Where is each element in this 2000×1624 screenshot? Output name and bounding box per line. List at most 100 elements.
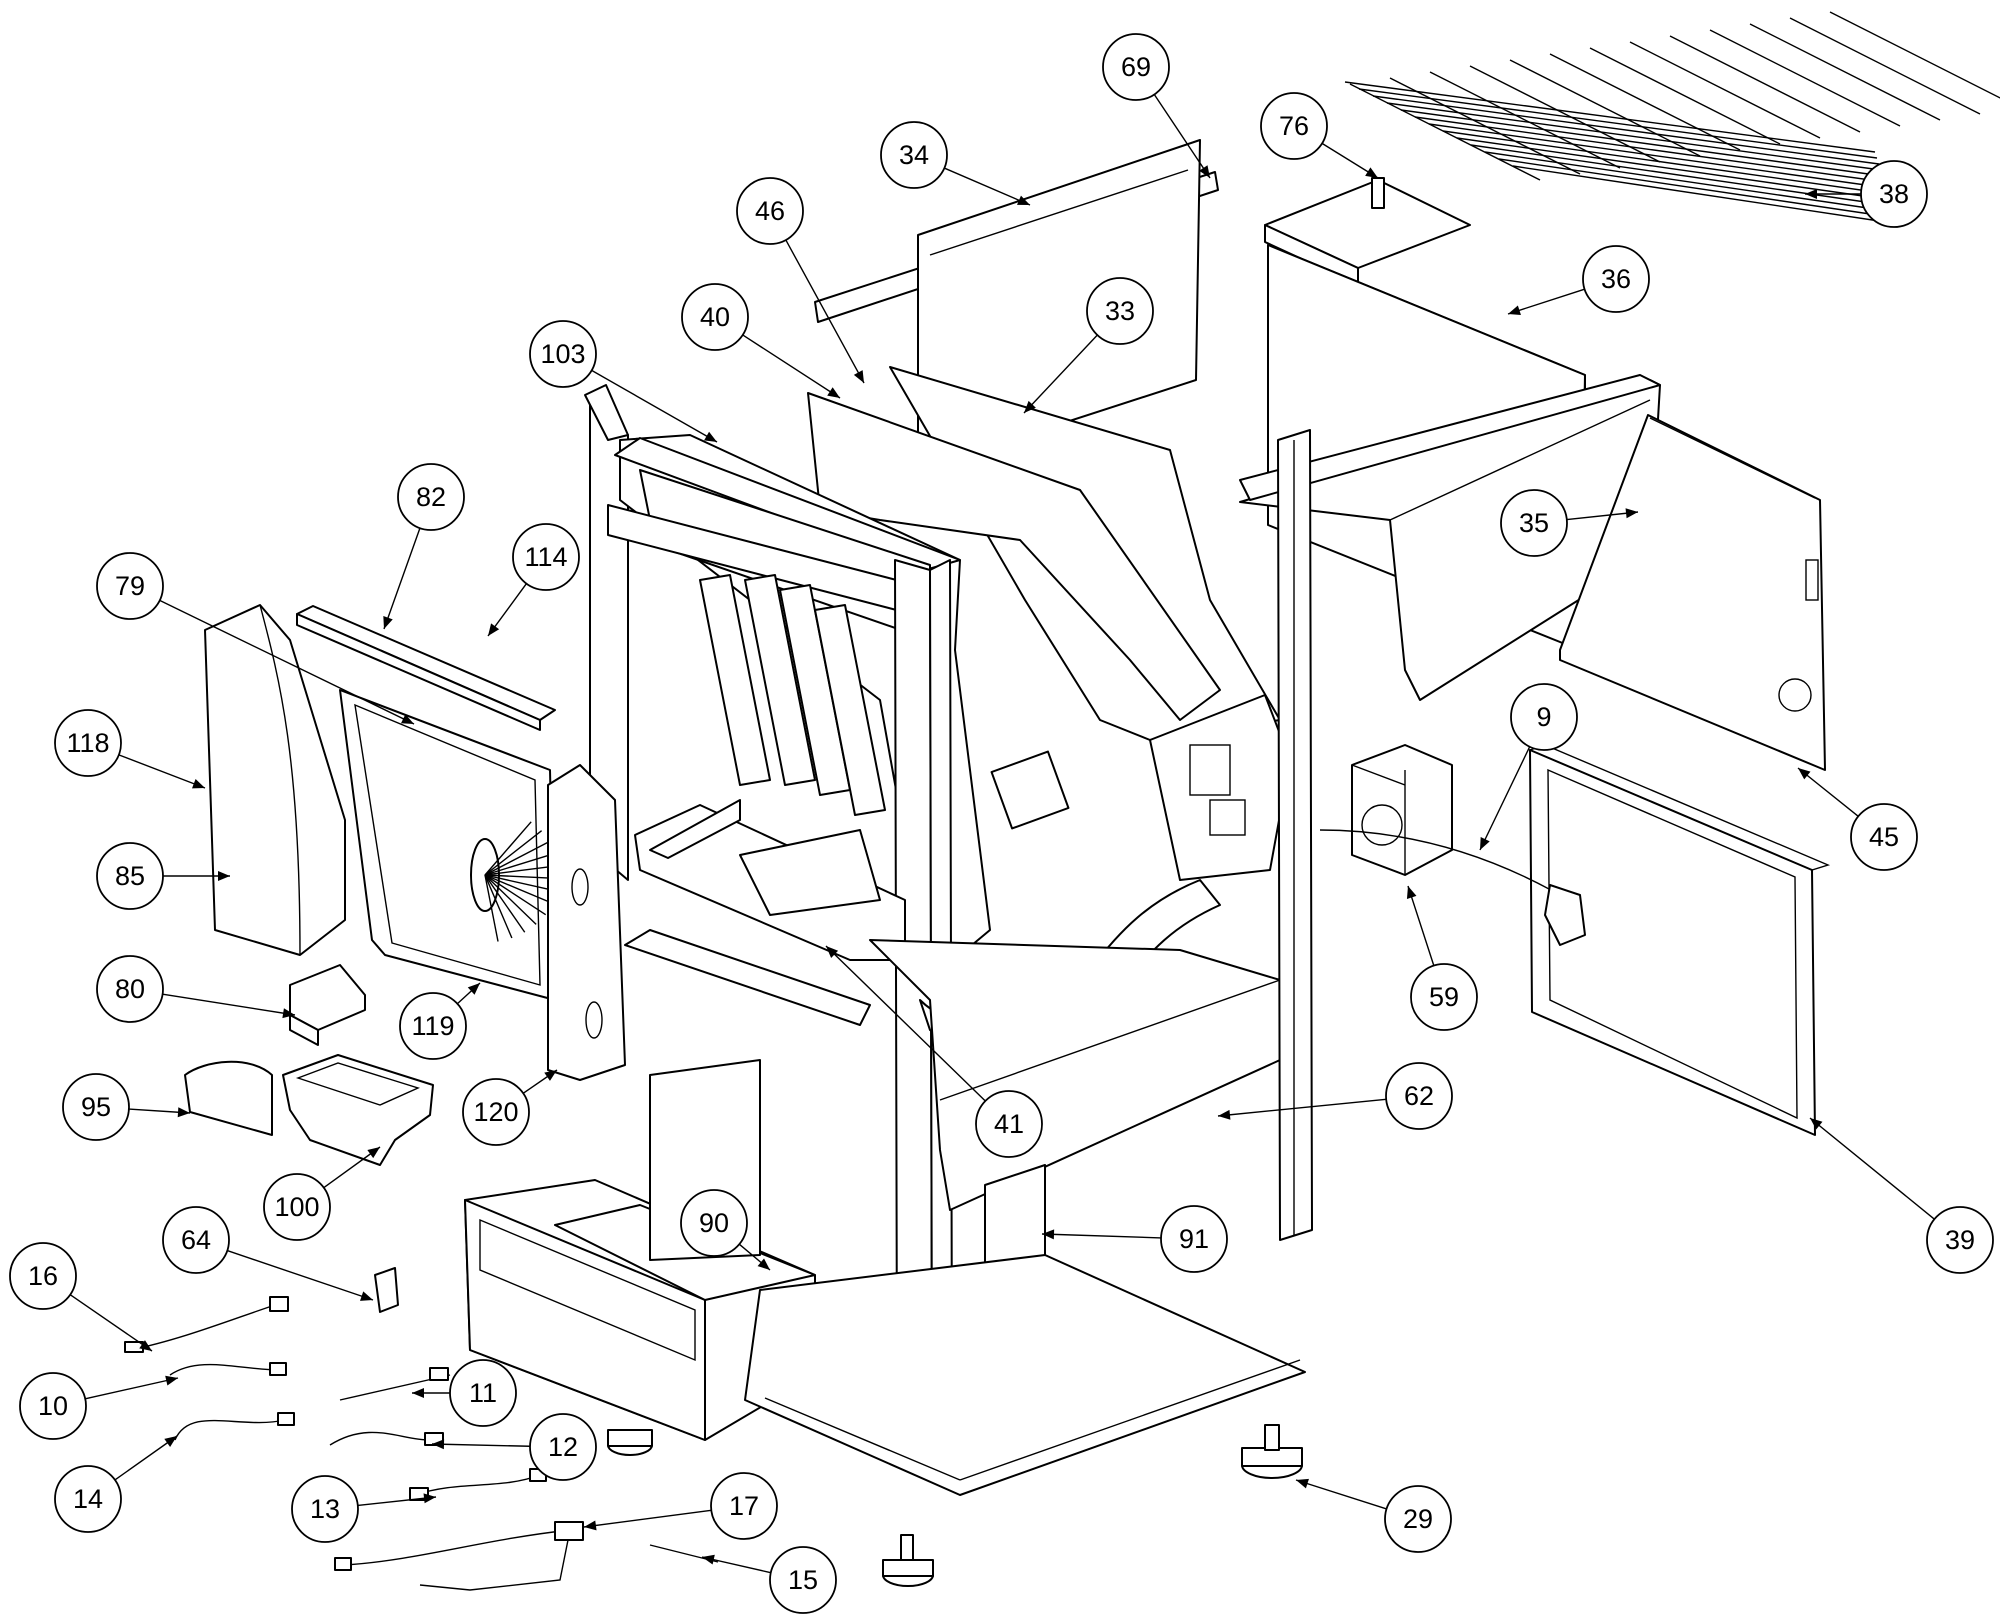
burn-pot-tray xyxy=(634,799,906,961)
callout-16: 16 xyxy=(9,1242,153,1352)
callout-82: 82 xyxy=(383,463,465,630)
leader-line xyxy=(69,1294,153,1352)
callout-bubble xyxy=(975,1090,1043,1158)
heat-shield-panel xyxy=(1239,374,1661,701)
leader-arrowhead xyxy=(1798,768,1811,780)
right-rear-post xyxy=(1277,429,1313,1241)
callout-label: 39 xyxy=(1945,1225,1975,1255)
callout-label: 82 xyxy=(416,482,446,512)
callout-15: 15 xyxy=(701,1546,837,1614)
callout-label: 59 xyxy=(1429,982,1459,1012)
callout-38: 38 xyxy=(1805,160,1928,228)
callout-label: 76 xyxy=(1279,111,1309,141)
callout-bubble xyxy=(1926,1206,1994,1274)
door-frame xyxy=(339,689,560,1001)
callout-34: 34 xyxy=(880,121,1031,206)
connector-block xyxy=(374,1267,399,1313)
callout-17: 17 xyxy=(583,1472,778,1540)
leader-arrowhead xyxy=(360,1291,373,1301)
callout-label: 119 xyxy=(411,1011,454,1041)
callout-100: 100 xyxy=(263,1146,381,1241)
leader-arrowhead xyxy=(1508,305,1521,316)
callout-label: 85 xyxy=(115,861,145,891)
leader-arrowhead xyxy=(367,1147,380,1159)
callout-bubble xyxy=(681,283,749,351)
top-bracket xyxy=(1264,177,1471,286)
callout-bubble xyxy=(291,1475,359,1543)
callout-bubble xyxy=(162,1206,230,1274)
bottom-base-plate xyxy=(744,1254,1306,1496)
callout-label: 80 xyxy=(115,974,145,1004)
leader-line xyxy=(1809,1117,1935,1220)
callout-bubble xyxy=(449,1359,517,1427)
callout-label: 40 xyxy=(700,302,730,332)
leader-arrowhead xyxy=(164,1436,177,1448)
callout-label: 17 xyxy=(729,1491,759,1521)
callout-label: 45 xyxy=(1869,822,1899,852)
leader-line xyxy=(583,1509,712,1528)
leader-line xyxy=(591,369,718,443)
callout-45: 45 xyxy=(1797,767,1918,871)
callout-label: 13 xyxy=(310,1494,340,1524)
callout-bubble xyxy=(1850,803,1918,871)
callout-85: 85 xyxy=(96,842,230,910)
control-board-area xyxy=(990,694,1291,881)
callout-label: 64 xyxy=(181,1225,211,1255)
leader-arrowhead xyxy=(704,431,717,442)
callout-label: 69 xyxy=(1121,52,1151,82)
callout-bubble xyxy=(96,955,164,1023)
callout-bubble xyxy=(9,1242,77,1310)
leader-line xyxy=(159,599,415,725)
callout-bubble xyxy=(710,1472,778,1540)
callout-label: 16 xyxy=(28,1261,58,1291)
callout-bubble xyxy=(529,320,597,388)
leader-line xyxy=(227,1249,374,1301)
callout-bubble xyxy=(1385,1062,1453,1130)
leader-line xyxy=(1479,746,1531,851)
leader-line xyxy=(118,754,206,789)
callout-bubble xyxy=(462,1078,530,1146)
callout-36: 36 xyxy=(1507,245,1650,316)
leader-arrowhead xyxy=(757,1258,770,1270)
callout-label: 12 xyxy=(548,1432,578,1462)
leader-arrowhead xyxy=(1810,1118,1823,1130)
callout-label: 90 xyxy=(699,1208,729,1238)
callout-bubble xyxy=(736,177,804,245)
leader-arrowhead xyxy=(702,1554,715,1565)
leader-arrowhead xyxy=(1365,167,1378,178)
callout-29: 29 xyxy=(1295,1478,1452,1553)
leader-arrowhead xyxy=(192,779,205,789)
callout-bubble xyxy=(680,1189,748,1257)
leader-line xyxy=(114,1435,178,1481)
callout-114: 114 xyxy=(487,523,580,637)
wire-grate xyxy=(1344,11,2000,225)
leader-line xyxy=(1295,1479,1387,1510)
callout-39: 39 xyxy=(1809,1117,1994,1274)
leader-line xyxy=(1023,334,1098,414)
callout-bubble xyxy=(96,552,164,620)
leader-arrowhead xyxy=(853,370,864,383)
callout-bubble xyxy=(54,1465,122,1533)
callout-label: 11 xyxy=(469,1378,497,1408)
callout-label: 9 xyxy=(1536,702,1551,732)
leader-arrowhead xyxy=(488,623,500,636)
callout-bubble xyxy=(512,523,580,591)
callout-label: 34 xyxy=(899,140,929,170)
callout-90: 90 xyxy=(680,1189,771,1271)
leader-line xyxy=(825,945,986,1102)
callout-label: 79 xyxy=(115,571,145,601)
callout-label: 33 xyxy=(1105,296,1135,326)
right-outer-side-panel xyxy=(1559,414,1826,771)
side-trim xyxy=(204,604,346,956)
callout-41: 41 xyxy=(825,945,1043,1158)
leader-line xyxy=(383,527,421,630)
leader-arrowhead xyxy=(423,1493,436,1504)
callout-120: 120 xyxy=(462,1069,558,1146)
burn-pot xyxy=(282,1054,434,1166)
callout-label: 41 xyxy=(994,1109,1024,1139)
leader-arrowhead xyxy=(1625,508,1638,519)
callout-label: 118 xyxy=(66,728,109,758)
callout-46: 46 xyxy=(736,177,865,384)
base-shell xyxy=(869,939,1281,1211)
